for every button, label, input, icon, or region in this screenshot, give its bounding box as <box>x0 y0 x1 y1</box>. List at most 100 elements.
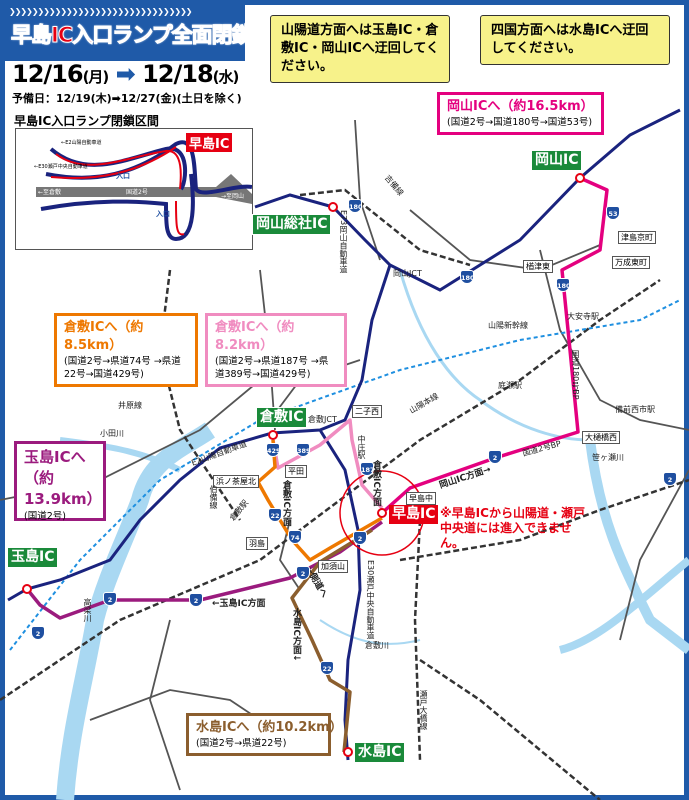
route-detail: (国道2号) <box>24 511 66 522</box>
sanyo-expressway-west <box>7 264 392 602</box>
river-right <box>558 556 689 654</box>
title-banner: ❯❯❯❯❯❯❯❯❯❯❯❯❯❯❯❯❯❯❯❯❯❯❯❯❯❯❯❯❯❯❯❯ 早島IC入口ラ… <box>5 5 253 61</box>
sanyo-expressway <box>254 108 681 292</box>
ic-okayama: 岡山IC <box>531 150 583 171</box>
route-detail: (国道2号→県道22号) <box>196 738 287 749</box>
asahi-river <box>398 269 591 442</box>
label-daianji: 大安寺駅 <box>567 312 599 321</box>
route-shield: 429 <box>266 443 281 457</box>
label-tsushima: 津島京町 <box>618 231 656 244</box>
route-shield: 22 <box>268 508 282 522</box>
label-ibara: 井原線 <box>118 401 142 410</box>
route-shield: 180 <box>556 278 571 292</box>
label-r180bp: 国道180号BP <box>571 350 580 400</box>
label-okayama-jct: 岡山JCT <box>393 269 422 278</box>
inset-sanyo: ←E2山陽自動車道 <box>61 140 102 146</box>
label-hakubi: 伯備線 <box>209 485 218 509</box>
route-heading: 岡山ICへ（約16.5km） <box>447 99 594 114</box>
end-day: (水) <box>212 68 240 86</box>
ic-markers <box>22 173 585 757</box>
start-day: (月) <box>82 68 110 86</box>
label-nakasho: 中庄駅 <box>357 435 366 459</box>
route-box-kurashiki-8-5: 倉敷ICへ（約8.5km） (国道2号→県道74号 →県道22号→国道429号) <box>54 313 198 387</box>
route-heading: 倉敷ICへ（約8.5km） <box>64 320 144 353</box>
inset-road-label: 国道2号 <box>126 189 148 196</box>
reserve-dates: 予備日：12/19(木)➡12/27(金)(土日を除く) <box>12 92 242 105</box>
railways <box>0 188 689 800</box>
ic-okayama-soja: 岡山総社IC <box>252 214 332 235</box>
expressways <box>7 108 681 761</box>
route-shield: 22 <box>320 661 334 675</box>
warning-note: ※早島ICから山陽道・瀬戸中央道には進入できません。 <box>440 506 585 550</box>
label-mannari: 万成東町 <box>612 256 650 269</box>
route-detail: (国道2号→県道187号 →県道389号→国道429号) <box>215 356 329 380</box>
route-heading: 水島ICへ（約10.2km） <box>196 720 343 735</box>
route-shield: 2 <box>353 531 367 545</box>
label-hirata: 平田 <box>285 465 307 478</box>
label-sasagase: 笹ヶ瀬川 <box>592 453 624 462</box>
route-shield: 2 <box>488 450 502 464</box>
label-bizen: 備前西市駅 <box>615 405 655 414</box>
route-shield: 2 <box>31 626 45 640</box>
inset-entrance-2: 入口 <box>156 210 170 218</box>
rail-right2 <box>399 478 689 562</box>
label-kasuyama: 加須山 <box>318 560 348 573</box>
notice-shikoku: 四国方面へは水島ICへ迂回してください。 <box>480 15 670 65</box>
route-okayama <box>380 176 609 515</box>
route-heading: 倉敷ICへ（約8.2km） <box>215 320 295 353</box>
label-futago: 二子西 <box>352 405 382 418</box>
ic-tamashima: 玉島IC <box>7 547 59 568</box>
route-shield: 2 <box>189 593 203 607</box>
route-shield: 53 <box>606 206 620 220</box>
route-heading: 玉島ICへ（約13.9km） <box>24 448 102 508</box>
page-title: 早島IC入口ランプ全面閉鎖 <box>11 23 254 48</box>
ic-hayashima: 早島IC <box>389 505 439 524</box>
arrow-right-icon: ➡ <box>115 60 136 88</box>
route-shield: 187 <box>360 462 375 476</box>
label-to-mizushima: 水島IC方面↓ <box>291 608 301 662</box>
chevron-decoration: ❯❯❯❯❯❯❯❯❯❯❯❯❯❯❯❯❯❯❯❯❯❯❯❯❯❯❯❯❯❯❯❯ <box>9 7 192 16</box>
inset-entrance-1: 入口 <box>116 172 130 180</box>
route-shield: 389 <box>296 443 311 457</box>
inset-seto: ←E30瀬戸中央自動車道 <box>34 164 88 170</box>
hakubi-line <box>158 269 242 521</box>
inset-diagram: 早島IC ←至倉敷 国道2号 →至岡山 入口 入口 ←E2山陽自動車道 ←E30… <box>15 128 253 250</box>
kibi-line <box>299 188 471 267</box>
label-to-kurashiki-ic-1: 倉敷IC方面 <box>371 460 381 506</box>
route-detail: (国道2号→国道180号→国道53号) <box>447 117 593 128</box>
inset-title: 早島IC入口ランプ閉鎖区間 <box>14 114 159 128</box>
shinkansen-line <box>9 299 681 651</box>
route-detail: (国道2号→県道74号 →県道22号→国道429号) <box>64 356 181 380</box>
label-ohi: 大樋橋西 <box>582 431 620 444</box>
sanyo-main-line <box>0 278 661 702</box>
route-box-mizushima: 水島ICへ（約10.2km） (国道2号→県道22号) <box>186 713 343 756</box>
route-box-okayama: 岡山ICへ（約16.5km） (国道2号→国道180号→国道53号) <box>437 92 604 135</box>
label-seto-ohashi: 瀬戸大橋線 <box>419 690 428 730</box>
route-box-kurashiki-8-2: 倉敷ICへ（約8.2km） (国道2号→県道187号 →県道389号→国道429号… <box>205 313 347 387</box>
rail-right <box>419 658 601 800</box>
route-shield: 180 <box>348 199 363 213</box>
kurashiki-river <box>319 619 421 645</box>
route-box-tamashima: 玉島ICへ（約13.9km） (国道2号) <box>14 441 106 522</box>
label-niwase: 庭瀬駅 <box>498 381 522 390</box>
route-kurashiki-8-2 <box>271 418 384 510</box>
inset-ic-label: 早島IC <box>186 133 233 152</box>
inset-to-kurashiki: ←至倉敷 <box>38 189 62 196</box>
inset-road <box>36 187 216 197</box>
label-to-kurashiki-ic-2: 倉敷IC方面 <box>281 480 291 526</box>
ic-kurashiki: 倉敷IC <box>256 407 308 428</box>
label-hashima: 羽島 <box>246 537 268 550</box>
closure-dates: 12/16(月) ➡ 12/18(水) <box>12 60 240 88</box>
seto-ohashi-line <box>413 519 422 761</box>
inset-to-okayama: →至岡山 <box>221 193 245 200</box>
start-date: 12/16 <box>12 60 84 88</box>
ic-mizushima: 水島IC <box>354 742 406 763</box>
label-kurashikigawa: 倉敷川 <box>365 641 389 650</box>
route-shield: 2 <box>663 472 677 486</box>
label-takahashi: 高梁川 <box>83 598 92 622</box>
seto-chuo-expressway <box>318 429 362 761</box>
notice-sanyo: 山陽道方面へは玉島IC・倉敷IC・岡山ICへ迂回してください。 <box>270 15 450 83</box>
route-kurashiki-8-5 <box>256 439 383 562</box>
label-kurashiki-jct: 倉敷JCT <box>308 415 337 424</box>
